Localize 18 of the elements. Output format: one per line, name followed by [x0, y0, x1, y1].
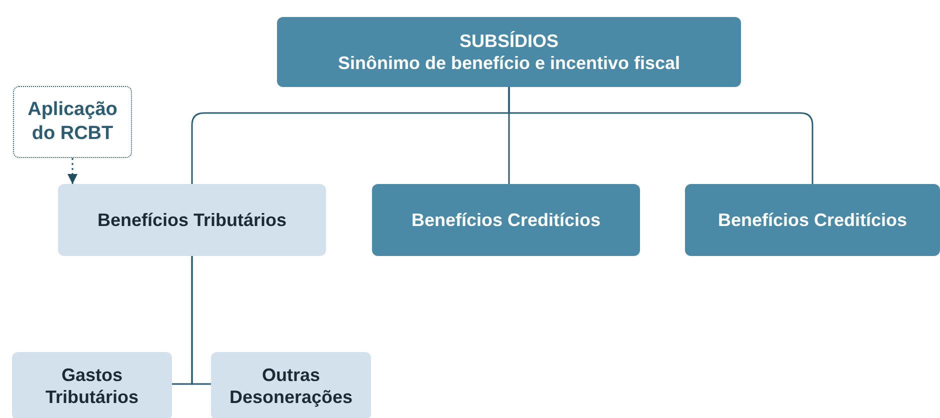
category-box [211, 352, 371, 418]
category-box [58, 184, 326, 256]
connector-line [508, 87, 814, 184]
box-heading: SUBSÍDIOS [459, 30, 559, 52]
box-label: Sinônimo de benefício e incentivo fiscal [338, 52, 680, 74]
box-label: Benefícios Creditícios [718, 208, 908, 232]
category-box [685, 184, 940, 256]
box-label: Aplicação do RCBT [26, 98, 118, 146]
box-label: Benefícios Tributários [97, 208, 287, 232]
category-box [372, 184, 640, 256]
box-label: Benefícios Creditícios [411, 208, 601, 232]
connector-line [191, 256, 211, 385]
category-box [12, 352, 172, 418]
arrow [68, 158, 78, 184]
box-label: Outras Desonerações [228, 364, 354, 408]
category-box [277, 17, 741, 87]
note-box [13, 86, 132, 158]
box-label: Gastos Tributários [44, 364, 140, 408]
